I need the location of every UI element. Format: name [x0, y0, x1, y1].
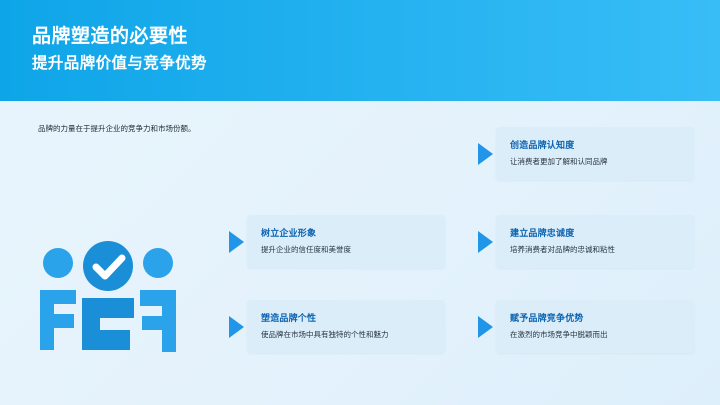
card-body: 提升企业的信任度和美誉度: [261, 245, 351, 254]
card-body: 在激烈的市场竞争中脱颖而出: [510, 330, 608, 339]
card-corporate-image[interactable]: 树立企业形象 提升企业的信任度和美誉度: [229, 215, 445, 268]
card-body: 让消费者更加了解和认同品牌: [510, 157, 608, 166]
triangle-right-icon: [478, 230, 493, 253]
card-body: 培养消费者对品牌的忠诚和粘性: [510, 245, 615, 254]
triangle-right-icon: [229, 230, 244, 253]
card-title: 塑造品牌个性: [261, 313, 317, 323]
page-subtitle: 提升品牌价值与竞争优势: [32, 55, 207, 72]
card-title: 树立企业形象: [261, 228, 317, 238]
page-title: 品牌塑造的必要性: [32, 26, 189, 47]
intro-text: 品牌的力量在于提升企业的竞争力和市场份额。: [38, 124, 196, 133]
card-competitive-advantage[interactable]: 赋予品牌竞争优势 在激烈的市场竞争中脱颖而出: [478, 300, 694, 353]
triangle-right-icon: [478, 315, 493, 338]
triangle-right-icon: [478, 142, 493, 165]
header-text-group: 品牌塑造的必要性 提升品牌价值与竞争优势: [32, 24, 207, 76]
card-title: 建立品牌忠诚度: [510, 228, 575, 238]
card-brand-awareness[interactable]: 创造品牌认知度 让消费者更加了解和认同品牌: [478, 127, 694, 180]
card-brand-personality[interactable]: 塑造品牌个性 使品牌在市场中具有独特的个性和魅力: [229, 300, 445, 353]
card-title: 赋予品牌竞争优势: [510, 313, 584, 323]
header-band: 品牌塑造的必要性 提升品牌价值与竞争优势: [0, 0, 720, 101]
card-brand-loyalty[interactable]: 建立品牌忠诚度 培养消费者对品牌的忠诚和粘性: [478, 215, 694, 268]
card-title: 创造品牌认知度: [510, 140, 575, 150]
triangle-right-icon: [229, 315, 244, 338]
team-people-check-icon: [36, 238, 201, 353]
card-body: 使品牌在市场中具有独特的个性和魅力: [261, 330, 389, 339]
